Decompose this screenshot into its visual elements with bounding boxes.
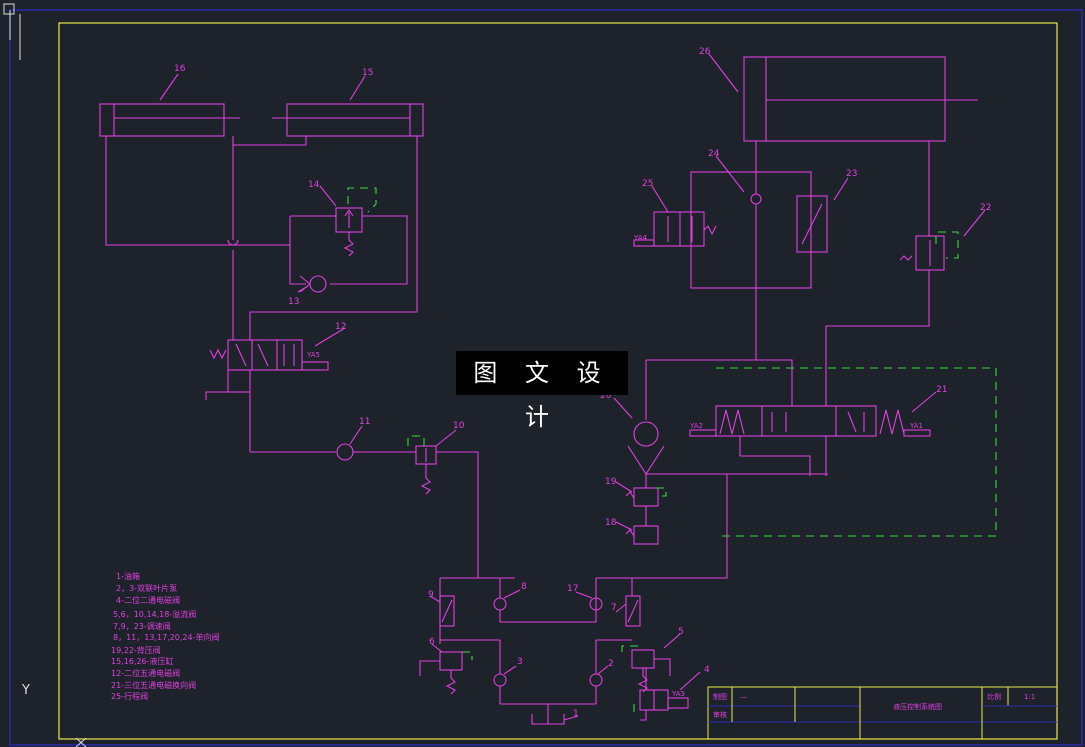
label: 23 (846, 169, 857, 179)
check-valve-20 (633, 421, 659, 447)
label: 20 (600, 391, 612, 401)
label: 11 (359, 417, 370, 427)
solenoid-ya3: YA3 (671, 690, 685, 698)
scale-value: 1:1 (1024, 693, 1035, 701)
check-valve-24 (750, 193, 762, 205)
legend-item: 2，3-双联叶片泵 (116, 583, 177, 593)
label: 9 (428, 590, 434, 600)
check-valve-13 (309, 275, 327, 293)
legend-item: 4-二位二通电磁阀 (116, 595, 180, 605)
label: 5 (678, 627, 684, 637)
label: 19 (605, 477, 617, 487)
solenoid-ya1: YA1 (909, 422, 923, 430)
label: 16 (174, 64, 186, 74)
legend-item: 8，11，13,17,20,24-单向阀 (113, 632, 220, 642)
solenoid-ya4: YA4 (633, 234, 648, 242)
label: 7 (611, 603, 617, 613)
drawing-title: 液压控制系统图 (893, 702, 942, 711)
label: 17 (567, 584, 578, 594)
legend-item: 12-二位五通电磁阀 (111, 668, 180, 678)
label: 15 (362, 68, 373, 78)
label: 18 (605, 518, 617, 528)
label: 12 (335, 322, 346, 332)
relief-valve-6 (439, 651, 463, 671)
speed-valve-9 (439, 595, 455, 627)
label: 2 (608, 659, 614, 669)
label: 6 (429, 637, 435, 647)
check-valve-8 (493, 597, 507, 611)
cylinder-26 (743, 56, 946, 142)
legend-item: 15,16,26-液压缸 (111, 656, 174, 666)
legend-item: 5,6，10,14,18-溢流阀 (113, 609, 196, 619)
pump-2 (589, 673, 603, 687)
relief-valve-18 (633, 525, 659, 545)
legend-item: 7,9，23-调速阀 (113, 622, 171, 631)
label: 4 (704, 665, 710, 675)
ucs-x-mark (75, 737, 87, 747)
directional-valve-21 (715, 405, 877, 437)
label: 24 (708, 149, 720, 159)
legend-item: 19,22-背压阀 (111, 645, 161, 655)
valve-12 (227, 339, 303, 371)
ucs-box (3, 3, 15, 15)
drawing-frame (58, 22, 1058, 740)
label: 1 (573, 709, 579, 719)
component-labels: 1 2 3 4 5 6 7 8 9 10 11 12 13 14 15 16 1… (174, 47, 991, 719)
check-valve-11 (336, 443, 354, 461)
label: 13 (288, 297, 299, 307)
pilot-box-21 (716, 367, 997, 537)
cylinder-16 (99, 103, 225, 137)
watermark: 图 文 设 计 (456, 351, 628, 431)
label: 25 (642, 179, 653, 189)
speed-valve-7 (625, 595, 641, 627)
solenoid-ya5: YA5 (306, 351, 320, 359)
solenoid-ya2: YA2 (689, 422, 703, 430)
back-pressure-valve-19 (633, 487, 659, 507)
label: 8 (521, 582, 527, 592)
title-drawn-by: 制图 (713, 692, 727, 701)
legend-item: 1-油箱 (116, 571, 140, 581)
pump-3 (493, 673, 507, 687)
cylinder-15 (286, 103, 424, 137)
title-block (707, 686, 1058, 740)
speed-valve-23 (796, 195, 828, 253)
ucs-axis-y: Y (22, 683, 30, 698)
label: 3 (517, 657, 523, 667)
check-valve-17 (589, 597, 603, 611)
relief-valve-5 (631, 649, 655, 669)
scale-label: 比例 (987, 692, 1001, 701)
label: 14 (308, 180, 320, 190)
travel-valve-25 (653, 211, 705, 247)
title-checked-by: 审核 (713, 710, 727, 719)
legend-item: 21-三位五通电磁换向阀 (111, 680, 196, 690)
sheet-border (9, 9, 1083, 746)
legend: 1-油箱 2，3-双联叶片泵 4-二位二通电磁阀 5,6，10,14,18-溢流… (111, 571, 220, 701)
label: 21 (936, 385, 947, 395)
title-dash: — (740, 693, 747, 701)
back-pressure-valve-22 (915, 235, 945, 271)
label: 26 (699, 47, 711, 57)
legend-item: 25-行程阀 (111, 691, 148, 701)
label: 10 (453, 421, 465, 431)
label: 22 (980, 203, 991, 213)
